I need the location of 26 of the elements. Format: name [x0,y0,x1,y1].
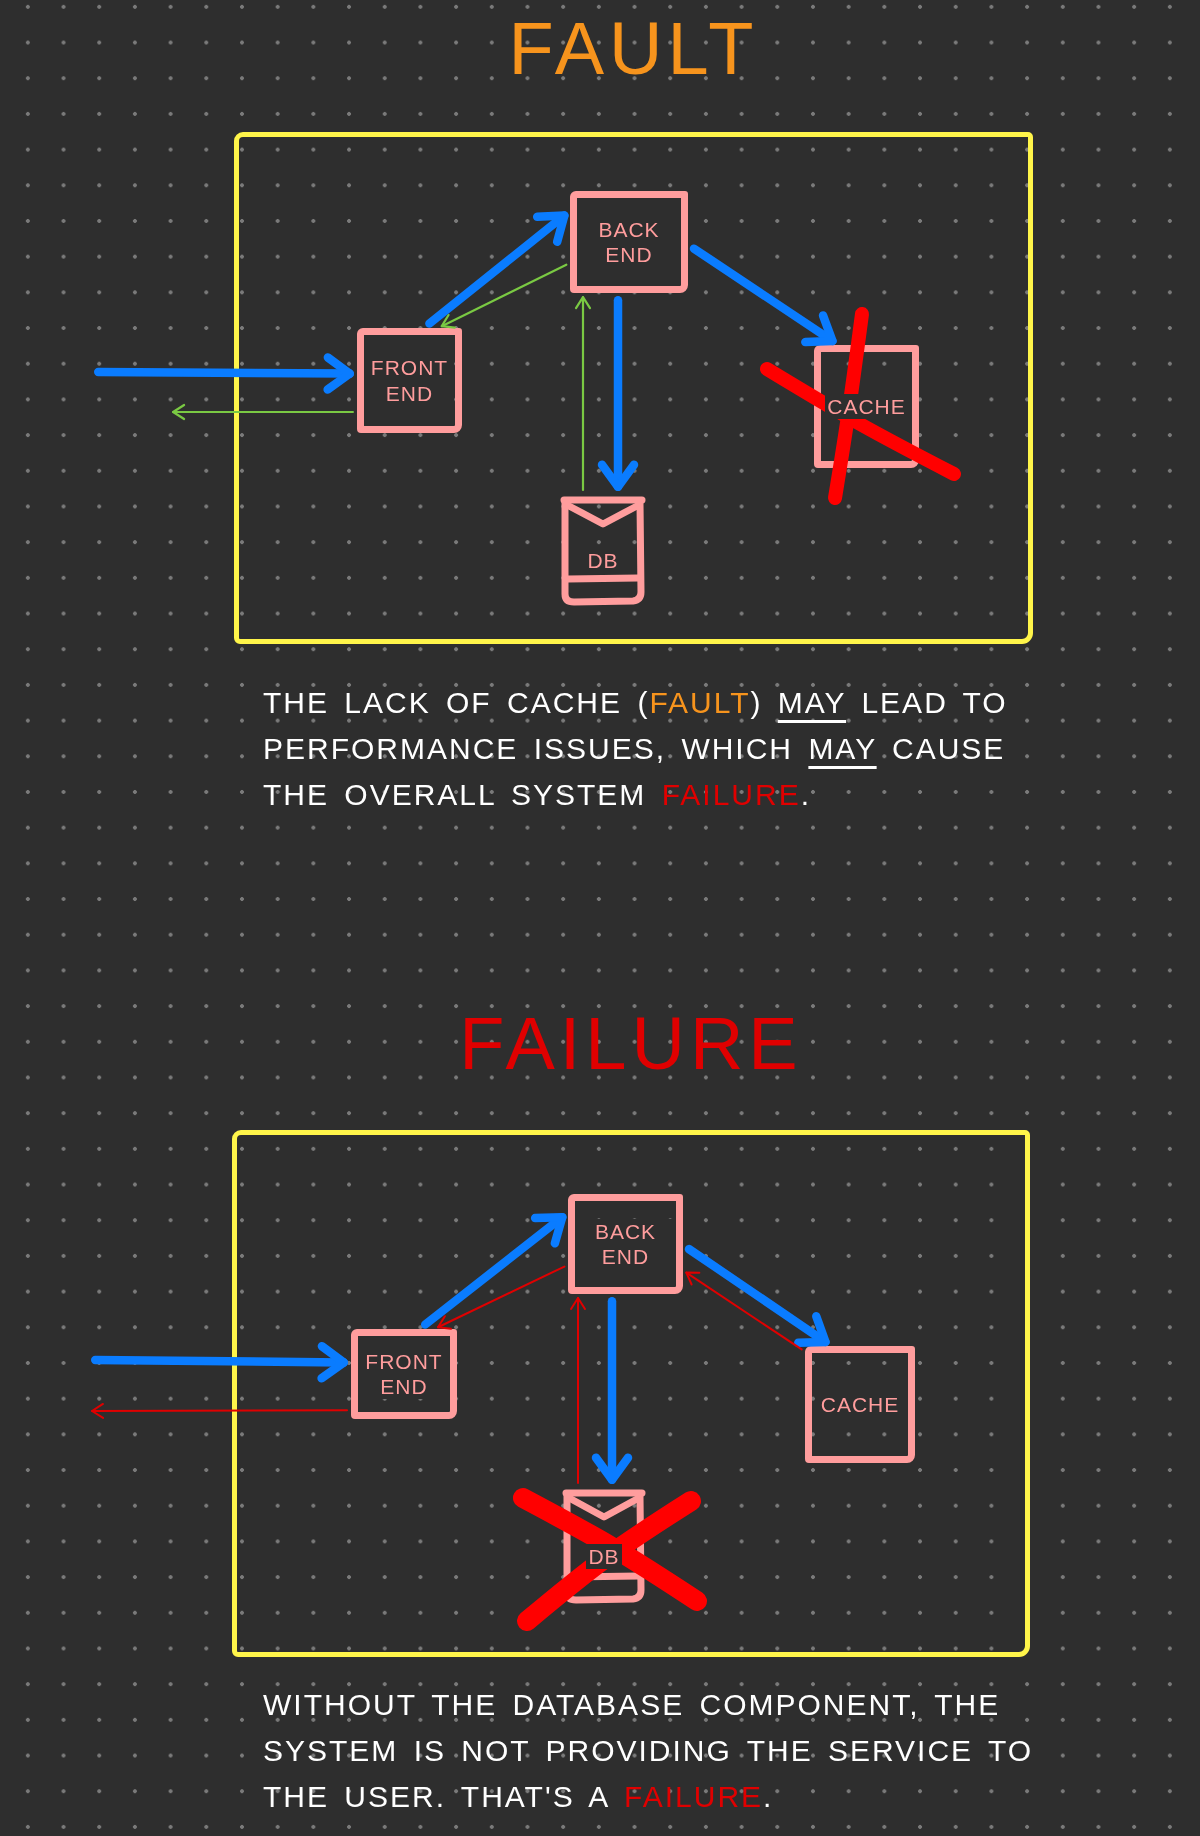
arrow [591,1297,633,1484]
component-box [351,1329,457,1419]
caption-text: WITHOUT THE DATABASE COMPONENT, THE SYSTEM IS NOT PROVIDING THE SERVICE TO THE USER. THAT'S A FAILURE. [263,1687,1035,1815]
arrow [425,211,569,328]
arrow [421,1212,567,1329]
arrow [91,1342,348,1383]
arrow [570,1297,586,1484]
arrow [597,296,639,491]
arrow [437,1265,566,1330]
component-box [568,1194,683,1294]
component-box [357,328,462,433]
arrow [172,403,354,421]
arrow [685,1271,803,1351]
arrow [94,353,354,394]
arrow [684,1244,830,1348]
arrow [440,263,568,329]
arrow [689,244,837,347]
component-box [814,345,919,468]
node-label: DB [586,1543,622,1570]
arrow [574,296,592,491]
arrow [91,1402,348,1419]
component-box [570,191,688,293]
section-title: FAILURE [459,1007,803,1081]
caption-text: THE LACK OF CACHE (FAULT) MAY LEAD TO PERFORMANCE ISSUES, WHICH MAY CAUSE THE OVERALL SYSTEM FAILURE. [263,685,1009,813]
component-box [805,1346,915,1463]
section-title: FAULT [508,12,759,86]
